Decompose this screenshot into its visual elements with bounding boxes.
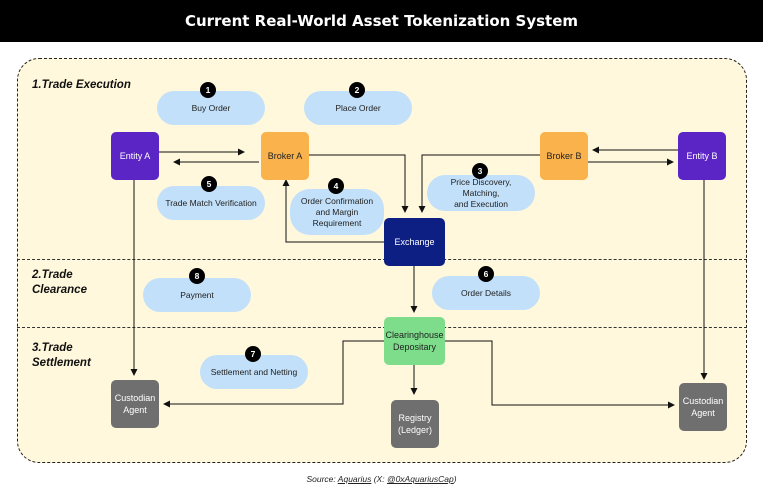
step-8-bubble: Payment bbox=[143, 278, 251, 312]
entity-b-node: Entity B bbox=[678, 132, 726, 180]
section-label-line: Clearance bbox=[32, 284, 87, 296]
step-6-badge: 6 bbox=[478, 266, 494, 282]
step-label-line: Price Discovery, Matching, bbox=[450, 176, 512, 198]
arrow-exchange-to-broker-a bbox=[282, 179, 384, 243]
entity-a-node: Entity A bbox=[111, 132, 159, 180]
step-label: Payment bbox=[180, 289, 214, 300]
node-label-line: Clearinghouse bbox=[385, 330, 444, 340]
step-label: Order Details bbox=[460, 287, 512, 298]
step-3-bubble: Price Discovery, Matching,and Execution bbox=[427, 175, 535, 211]
section-label-line: 3.Trade bbox=[32, 342, 73, 354]
registry-ledger-node: Registry (Ledger) bbox=[391, 400, 439, 448]
node-label-line: Agent bbox=[123, 405, 147, 415]
step-7-badge: 7 bbox=[245, 346, 261, 362]
step-8-badge: 8 bbox=[189, 268, 205, 284]
step-label-line: and Margin bbox=[315, 206, 359, 217]
arrow-broker-a-to-exchange bbox=[309, 154, 409, 213]
node-label-line: Registry bbox=[398, 413, 432, 423]
node-label-line: (Ledger) bbox=[397, 425, 433, 435]
step-4-badge: 4 bbox=[328, 178, 344, 194]
source-footer: Source: Aquarius (X: @0xAquariusCap) bbox=[0, 474, 763, 484]
node-label-line: Depositary bbox=[392, 342, 437, 352]
section-divider bbox=[17, 259, 747, 260]
section-divider bbox=[17, 327, 747, 328]
footer-middle: (X: bbox=[371, 474, 387, 484]
node-label-line: Agent bbox=[691, 408, 715, 418]
step-label: Buy Order bbox=[191, 102, 231, 113]
step-label-line: Order Confirmation bbox=[300, 195, 374, 206]
step-2-badge: 2 bbox=[349, 82, 365, 98]
step-label-line: and Execution bbox=[454, 198, 508, 209]
section-trade-execution: 1.Trade Execution bbox=[32, 79, 131, 91]
section-label-line: Settlement bbox=[32, 357, 91, 369]
step-label-line: Requirement bbox=[312, 217, 362, 228]
x-handle-link[interactable]: @0xAquariusCap bbox=[386, 474, 454, 484]
step-1-badge: 1 bbox=[200, 82, 216, 98]
step-label: Place Order bbox=[335, 102, 381, 113]
arrow-clearinghouse-to-custodian-left bbox=[163, 340, 384, 408]
broker-b-node: Broker B bbox=[540, 132, 588, 180]
step-label: Settlement and Netting bbox=[210, 366, 298, 377]
step-3-badge: 3 bbox=[472, 163, 488, 179]
section-label-line: 2.Trade bbox=[32, 269, 73, 281]
footer-suffix: ) bbox=[453, 474, 457, 484]
section-trade-settlement: 3.Trade Settlement bbox=[32, 341, 91, 371]
node-label-line: Custodian bbox=[682, 396, 724, 406]
section-trade-clearance: 2.Trade Clearance bbox=[32, 268, 87, 298]
step-label: Trade Match Verification bbox=[165, 197, 257, 208]
source-link[interactable]: Aquarius bbox=[337, 474, 372, 484]
arrow-clearinghouse-to-custodian-right bbox=[445, 340, 675, 409]
arrow-broker-b-to-exchange bbox=[418, 154, 540, 213]
page-title: Current Real-World Asset Tokenization Sy… bbox=[0, 0, 763, 42]
node-label-line: Custodian bbox=[114, 393, 156, 403]
step-5-badge: 5 bbox=[201, 176, 217, 192]
footer-prefix: Source: bbox=[306, 474, 338, 484]
broker-a-node: Broker A bbox=[261, 132, 309, 180]
exchange-node: Exchange bbox=[384, 218, 445, 266]
